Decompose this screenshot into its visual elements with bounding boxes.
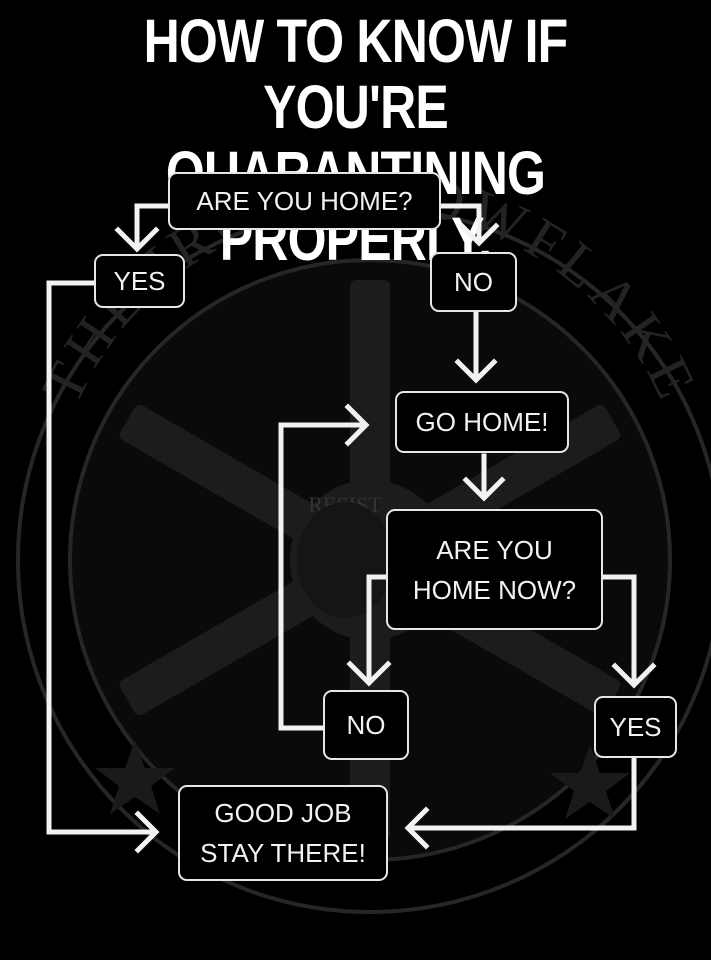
arrowhead bbox=[134, 810, 160, 854]
arrowhead bbox=[346, 660, 392, 687]
node-yes-1: YES bbox=[94, 254, 185, 308]
arrowhead bbox=[458, 222, 500, 247]
connector-yes2-goodjob bbox=[409, 757, 637, 831]
connector-no-loop-gohome bbox=[278, 422, 365, 731]
node-yes-2: YES bbox=[594, 696, 677, 758]
node-are-you-home: ARE YOU HOME? bbox=[168, 172, 441, 230]
node-good-job: GOOD JOB STAY THERE! bbox=[178, 785, 388, 881]
connector-homenow-yes bbox=[598, 574, 637, 685]
arrowhead bbox=[344, 403, 370, 447]
star-icon bbox=[95, 740, 630, 819]
node-are-you-home-now: ARE YOU HOME NOW? bbox=[386, 509, 603, 630]
connector-home-no bbox=[438, 203, 482, 243]
node-go-home: GO HOME! bbox=[395, 391, 569, 453]
arrowhead bbox=[114, 226, 160, 253]
node-no-1: NO bbox=[430, 252, 517, 312]
arrowhead bbox=[404, 806, 430, 850]
connector-homenow-no bbox=[366, 574, 390, 683]
arrowhead bbox=[611, 662, 657, 689]
connector-yes-goodjob bbox=[46, 280, 155, 835]
arrowhead bbox=[462, 476, 506, 502]
arrowhead bbox=[454, 358, 498, 384]
node-no-2: NO bbox=[323, 690, 409, 760]
title-line-1: HOW TO KNOW IF YOU'RE bbox=[143, 7, 569, 141]
connector-home-yes bbox=[134, 203, 171, 247]
